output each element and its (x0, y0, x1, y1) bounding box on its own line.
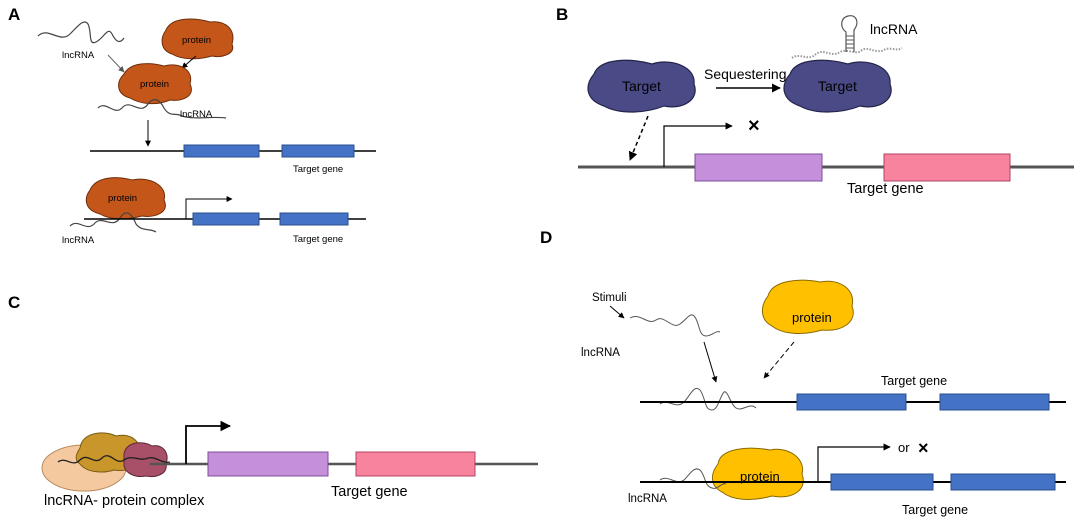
stimuli-label: Stimuli (592, 292, 627, 304)
panel-a-label: A (8, 5, 20, 24)
lncrna-label: lncRNA (628, 493, 667, 505)
protein-label: protein (140, 79, 169, 90)
lncrna-strand (791, 47, 903, 59)
panel-a: A lncRNA protein protein lncRNA Target g… (8, 5, 376, 246)
target-gene-label: Target gene (331, 484, 408, 500)
protein-shape (85, 177, 166, 220)
lncrna-label: lncRNA (62, 235, 95, 246)
arrow (703, 341, 718, 383)
target-gene-label: Target gene (847, 181, 924, 197)
gene-exon (279, 212, 349, 226)
arrow (181, 55, 197, 69)
protein-label: protein (740, 469, 780, 484)
binding-arrow-dashed (763, 341, 795, 379)
gene-exon (183, 144, 260, 158)
gene-exon (355, 451, 476, 477)
lncrna-label: lncRNA (581, 347, 620, 359)
lncrna-hairpin (841, 15, 858, 52)
complex-protein-maroon (123, 442, 168, 477)
target-gene-label: Target gene (293, 164, 343, 175)
transcription-arrow (663, 122, 733, 167)
panel-d: D Stimuli lncRNA protein Target gene pro… (540, 228, 1066, 517)
gene-exon (281, 144, 355, 158)
panel-b-label: B (556, 5, 568, 24)
protein-label: protein (182, 35, 211, 46)
target-gene-label: Target gene (293, 234, 343, 245)
panel-c-label: C (8, 293, 20, 312)
lncrna-strand (69, 212, 157, 233)
sequestering-label: Sequestering (704, 66, 787, 82)
transcription-arrow (185, 196, 233, 219)
lncrna-strand (629, 314, 721, 337)
target-label: Target (622, 78, 661, 94)
or-text: or (898, 440, 910, 455)
target-gene-label: Target gene (902, 503, 968, 517)
lncrna-label: lncRNA (62, 50, 95, 61)
target-gene-label: Target gene (881, 374, 947, 388)
lncrna-strand (57, 455, 171, 464)
transcription-arrow (817, 443, 891, 482)
gene-exon (939, 393, 1050, 411)
target-protein-shape (587, 59, 696, 113)
target-protein-shape (783, 59, 892, 113)
lncrna-strand (659, 388, 757, 411)
protein-label: protein (792, 310, 832, 325)
lncrna-strand (37, 21, 125, 44)
protein-shape (161, 18, 234, 60)
gene-exon (830, 473, 934, 491)
protein-shape (712, 447, 804, 500)
gene-exon (192, 212, 260, 226)
stimuli-arrow (609, 305, 625, 319)
lncrna-strand (97, 99, 227, 119)
lncrna-label: lncRNA (180, 109, 213, 120)
arrow (107, 54, 125, 73)
panel-d-label: D (540, 228, 552, 247)
gene-exon (950, 473, 1056, 491)
gene-exon (694, 153, 823, 182)
complex-label: lncRNA- protein complex (44, 493, 205, 509)
target-label: Target (818, 78, 857, 94)
transcription-arrow (185, 420, 232, 464)
panel-c: C lncRNA- protein complex Target gene (8, 293, 538, 509)
binding-arrow-dashed (628, 115, 649, 161)
protein-shape (118, 63, 192, 105)
gene-exon (207, 451, 329, 477)
blocked-mark: × (918, 438, 929, 458)
lncrna-label: lncRNA (870, 21, 918, 37)
protein-label: protein (108, 193, 137, 204)
gene-exon (883, 153, 1011, 182)
protein-shape (762, 279, 854, 334)
gene-exon (796, 393, 907, 411)
panel-b: B Target Sequestering Target lncRNA × Ta… (556, 5, 1074, 197)
blocked-mark: × (748, 115, 760, 137)
